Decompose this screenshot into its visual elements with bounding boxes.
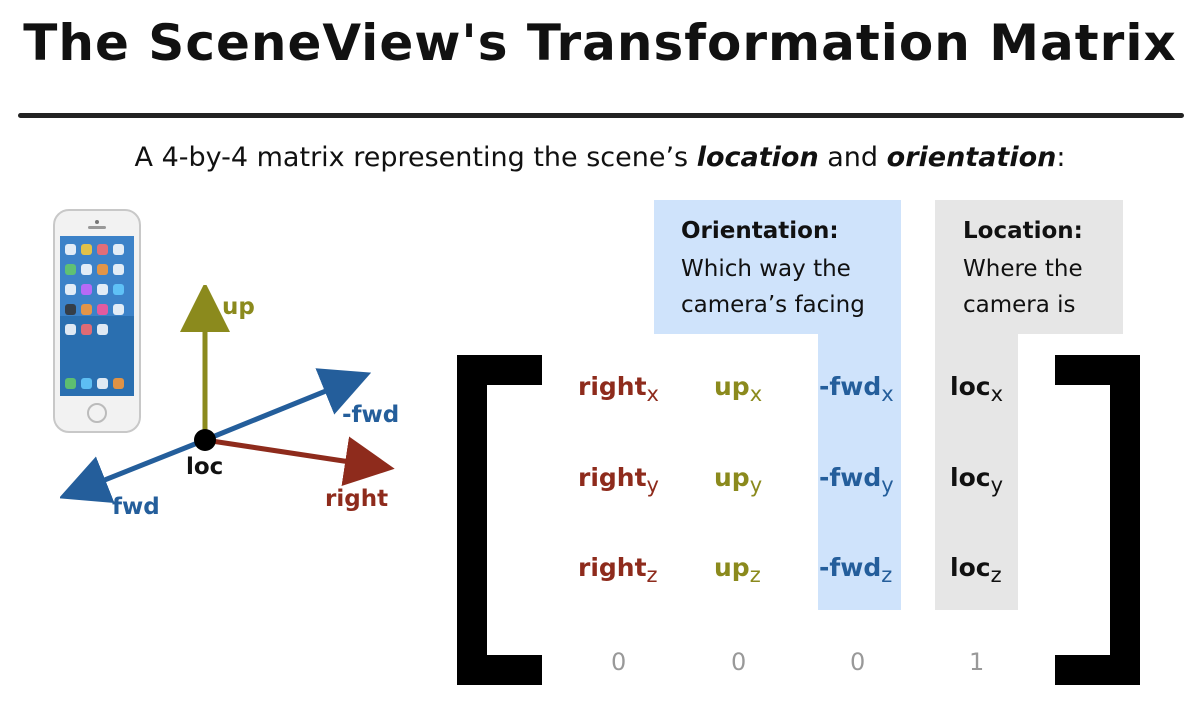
- matrix-right-y: righty: [578, 463, 659, 497]
- subtitle-location: location: [696, 142, 819, 173]
- matrix-fwd-x: -fwdx: [819, 372, 894, 406]
- fwd-axis-label: fwd: [112, 494, 160, 520]
- matrix-loc-z: locz: [950, 553, 1002, 587]
- matrix-right-z: rightz: [578, 553, 658, 587]
- matrix-right-x: rightx: [578, 372, 659, 406]
- matrix-fwd-z: -fwdz: [819, 553, 893, 587]
- right-axis-label: right: [325, 486, 389, 512]
- page-title: The SceneView's Transformation Matrix: [23, 14, 1177, 72]
- subtitle-suffix: :: [1056, 142, 1066, 173]
- matrix-bottom-3: 0: [850, 648, 866, 676]
- left-bracket-bottom: [457, 655, 542, 685]
- location-header-highlight: [935, 200, 1123, 334]
- loc-label: loc: [186, 454, 224, 480]
- orientation-header-line1: Which way the: [681, 256, 851, 282]
- location-header-title: Location:: [963, 218, 1083, 244]
- subtitle: A 4-by-4 matrix representing the scene’s…: [0, 142, 1200, 173]
- iphone-illustration: [53, 209, 141, 433]
- matrix-bottom-2: 0: [731, 648, 747, 676]
- left-bracket-top: [457, 355, 542, 385]
- right-bracket-bottom: [1055, 655, 1140, 685]
- neg-fwd-axis-arrow: [204, 368, 372, 443]
- matrix-fwd-y: -fwdy: [819, 463, 894, 497]
- right-axis-arrow: [204, 436, 395, 486]
- matrix-up-z: upz: [714, 553, 761, 587]
- location-header-line2: camera is: [963, 292, 1076, 318]
- matrix-bottom-4: 1: [969, 648, 985, 676]
- matrix-up-y: upy: [714, 463, 763, 497]
- neg-fwd-axis-label: -fwd: [342, 402, 400, 428]
- location-header-line1: Where the: [963, 256, 1083, 282]
- subtitle-orientation: orientation: [886, 142, 1057, 173]
- orientation-header-title: Orientation:: [681, 218, 839, 244]
- orientation-header-line2: camera’s facing: [681, 292, 865, 318]
- up-axis-label: up: [222, 294, 255, 320]
- matrix-loc-y: locy: [950, 463, 1004, 497]
- matrix-loc-x: locx: [950, 372, 1004, 406]
- axes-diagram: [60, 285, 395, 503]
- fwd-axis-arrow: [60, 437, 206, 503]
- orientation-header-highlight: [654, 200, 901, 334]
- fwd-column-highlight: [818, 334, 901, 610]
- matrix-bottom-1: 0: [611, 648, 627, 676]
- left-bracket-bar: [457, 355, 487, 685]
- right-bracket-top: [1055, 355, 1140, 385]
- subtitle-mid: and: [818, 142, 887, 173]
- title-divider: [18, 113, 1184, 118]
- right-bracket-bar: [1110, 355, 1140, 685]
- subtitle-prefix: A 4-by-4 matrix representing the scene’s: [134, 142, 697, 173]
- matrix-up-x: upx: [714, 372, 763, 406]
- loc-column-highlight: [935, 334, 1018, 610]
- loc-origin-point: [194, 429, 216, 451]
